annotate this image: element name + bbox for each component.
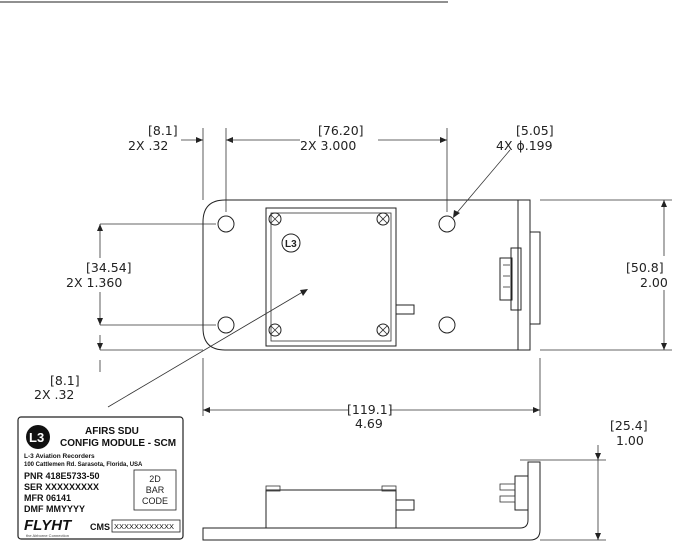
module-screw	[268, 323, 282, 337]
flyht-logo: FLYHT	[24, 517, 73, 534]
dim-height-inch: 2.00	[640, 275, 668, 290]
label-ser: SER XXXXXXXXX	[24, 482, 99, 492]
dim-length-metric: [119.1]	[347, 402, 393, 417]
dim-hole-dia-inch: 4X ϕ.199	[496, 138, 553, 153]
dim-bottom-offset-metric: [8.1]	[50, 373, 80, 388]
label-title-line2: CONFIG MODULE - SCM	[60, 438, 176, 449]
dim-vertical-spacing-metric: [34.54]	[86, 260, 132, 275]
dimension-lines	[97, 128, 672, 541]
dimension-text: [8.1] 2X .32 [76.20] 2X 3.000 [5.05] 4X …	[34, 123, 668, 448]
label-company-line1: L-3 Aviation Recorders	[24, 453, 95, 460]
module-screw	[268, 212, 282, 226]
dim-left-offset-inch: 2X .32	[128, 138, 168, 153]
label-pnr: PNR 418E5733-50	[24, 471, 100, 481]
label-logo-text: L3	[29, 430, 44, 445]
dim-hole-spacing-inch: 2X 3.000	[300, 138, 356, 153]
side-module	[265, 489, 397, 529]
dim-left-offset-metric: [8.1]	[148, 123, 178, 138]
dim-height-metric: [50.8]	[626, 260, 664, 275]
barcode-box	[133, 469, 177, 511]
flyht-tagline: the Airborne Connection	[26, 533, 69, 538]
mounting-hole	[217, 215, 235, 233]
module-logo-text: L3	[285, 239, 297, 250]
dim-length-inch: 4.69	[355, 416, 383, 431]
cms-box	[111, 519, 181, 533]
module-logo-mark	[281, 233, 301, 253]
barcode-line1: 2D	[149, 474, 161, 484]
module-body	[265, 207, 397, 347]
label-title-line1: AFIRS SDU	[85, 426, 139, 437]
cms-value: XXXXXXXXXXXX	[114, 522, 174, 531]
cms-label: CMS	[90, 522, 110, 532]
barcode-line3: CODE	[142, 496, 168, 506]
bracket-flange	[517, 199, 531, 351]
bracket-outline	[202, 199, 531, 351]
side-stub	[395, 499, 415, 511]
side-bracket	[202, 461, 541, 541]
dim-side-height-inch: 1.00	[616, 433, 644, 448]
module-screw	[376, 323, 390, 337]
module-inner	[270, 212, 392, 342]
top-view: L3	[202, 199, 541, 351]
mounting-hole	[438, 215, 456, 233]
mounting-hole	[217, 316, 235, 334]
dim-hole-spacing-metric: [76.20]	[318, 123, 364, 138]
barcode-line2: BAR	[146, 485, 165, 495]
mounting-hole	[438, 316, 456, 334]
label-logo-mark	[26, 425, 50, 449]
module-screw	[376, 212, 390, 226]
product-label: L3 AFIRS SDU CONFIG MODULE - SCM L-3 Avi…	[17, 416, 184, 540]
module-stub	[395, 304, 415, 315]
connector	[499, 231, 541, 325]
label-mfr: MFR 06141	[24, 493, 71, 503]
label-company-line2: 100 Cattlemen Rd. Sarasota, Florida, USA	[24, 462, 143, 468]
dim-side-height-metric: [25.4]	[610, 418, 648, 433]
side-connector	[499, 475, 529, 511]
dim-bottom-offset-inch: 2X .32	[34, 387, 74, 402]
label-dmf: DMF MMYYYY	[24, 504, 85, 514]
side-view	[202, 461, 541, 541]
dim-vertical-spacing-inch: 2X 1.360	[66, 275, 122, 290]
dim-hole-dia-metric: [5.05]	[516, 123, 554, 138]
